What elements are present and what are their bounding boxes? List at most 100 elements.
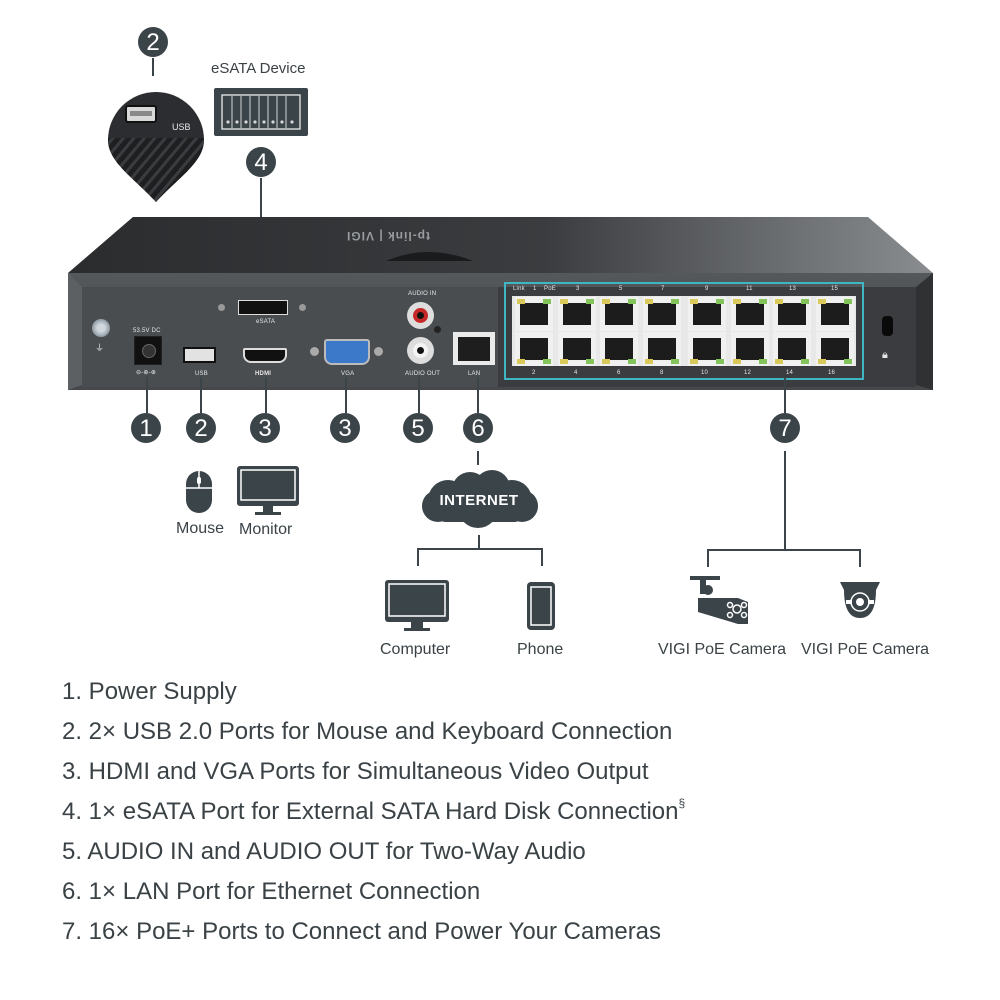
internet-label: INTERNET — [439, 492, 519, 509]
poe-label-1: 1 — [533, 286, 537, 292]
poe-label-4: 4 — [574, 370, 578, 376]
feature-item-6: 6. 1× LAN Port for Ethernet Connection — [62, 878, 480, 906]
connector-line — [345, 377, 347, 413]
feature-item-5: 5. AUDIO IN and AUDIO OUT for Two-Way Au… — [62, 838, 586, 866]
mouse-label: Mouse — [176, 520, 225, 537]
vga-screw-left — [310, 347, 319, 356]
power-rating-label: 53.5V DC — [133, 328, 161, 334]
callout-badge-usb-top: 2 — [138, 27, 168, 57]
callout-badge-lan: 6 — [463, 413, 493, 443]
internet-cloud-icon: INTERNET — [418, 470, 540, 530]
poe-label-7: 7 — [661, 286, 665, 292]
poe-label-poe: PoE — [544, 286, 556, 292]
poe-port-6 — [600, 332, 639, 366]
connector-line — [417, 548, 419, 566]
poe-port-4 — [557, 332, 596, 366]
lan-port-label: LAN — [468, 371, 481, 377]
hdmi-port — [243, 348, 287, 363]
callout-badge-power: 1 — [131, 413, 161, 443]
connector-line — [152, 58, 154, 76]
feature-text: 6. 1× LAN Port for Ethernet Connection — [62, 878, 481, 905]
poe-port-7 — [643, 297, 682, 331]
feature-text: 3. HDMI and VGA Ports for Simultaneous V… — [62, 758, 649, 785]
connector-line — [200, 377, 202, 413]
phone-icon — [527, 582, 555, 630]
callout-badge-esata-top: 4 — [246, 147, 276, 177]
poe-label-5: 5 — [619, 286, 623, 292]
monitor-label: Monitor — [239, 521, 293, 538]
ground-screw-icon — [92, 319, 110, 337]
poe-label-14: 14 — [786, 370, 794, 376]
connector-line — [707, 549, 709, 567]
poe-label-11: 11 — [746, 286, 753, 292]
ground-symbol-icon: ⏚ — [95, 343, 105, 353]
monitor-icon — [237, 466, 299, 516]
poe-label-8: 8 — [660, 370, 664, 376]
callout-badge-vga: 3 — [330, 413, 360, 443]
feature-item-7: 7. 16× PoE+ Ports to Connect and Power Y… — [62, 918, 661, 946]
poe-label-16: 16 — [828, 370, 836, 376]
callout-badge-audio: 5 — [403, 413, 433, 443]
feature-item-3: 3. HDMI and VGA Ports for Simultaneous V… — [62, 758, 649, 786]
poe-label-link: Link — [513, 286, 525, 292]
connector-line — [478, 535, 480, 549]
poe-port-13 — [773, 297, 812, 331]
poe-header-labels: Link 1 PoE 3 5 7 9 11 13 15 — [513, 285, 853, 294]
poe-port-10 — [687, 332, 726, 366]
lock-icon: 🔒︎ — [882, 349, 889, 361]
poe-port-3 — [557, 297, 596, 331]
callout-badge-hdmi: 3 — [250, 413, 280, 443]
esata-port — [238, 300, 288, 315]
audio-out-jack — [407, 337, 434, 364]
poe-port-2 — [515, 332, 553, 366]
connector-line — [541, 548, 543, 566]
esata-screw-left — [218, 304, 225, 311]
feature-text: 1. Power Supply — [62, 678, 237, 705]
hdmi-port-label: HDMI — [255, 371, 272, 377]
poe-port-11 — [730, 297, 769, 331]
poe-port-1 — [515, 297, 553, 331]
turret-camera-label: VIGI PoE Camera — [801, 641, 930, 658]
poe-port-9 — [687, 297, 726, 331]
feature-item-2: 2. 2× USB 2.0 Ports for Mouse and Keyboa… — [62, 718, 672, 746]
esata-port-label: eSATA — [256, 319, 276, 325]
connector-line — [477, 377, 479, 413]
footnote-marker: § — [678, 796, 686, 810]
feature-text: 2. 2× USB 2.0 Ports for Mouse and Keyboa… — [62, 718, 673, 745]
poe-port-15 — [815, 297, 854, 331]
poe-bottom-labels: 2 4 6 8 10 12 14 16 — [513, 370, 853, 379]
poe-port-5 — [600, 297, 639, 331]
poe-label-10: 10 — [701, 370, 709, 376]
brand-logo: tp-link | VIGI — [346, 229, 431, 243]
usb-zoom-label: USB — [172, 122, 191, 132]
connector-line — [146, 377, 148, 413]
esata-screw-right — [299, 304, 306, 311]
connector-line — [707, 549, 860, 551]
esata-device-icon — [214, 88, 308, 136]
feature-text: 7. 16× PoE+ Ports to Connect and Power Y… — [62, 918, 662, 945]
poe-label-12: 12 — [744, 370, 752, 376]
computer-icon — [385, 580, 449, 632]
connector-line — [418, 377, 420, 413]
feature-text: 4. 1× eSATA Port for External SATA Hard … — [62, 798, 679, 825]
connector-line — [784, 377, 786, 413]
audio-out-label: AUDIO OUT — [405, 371, 441, 377]
mouse-icon — [186, 471, 212, 513]
poe-label-2: 2 — [532, 370, 536, 376]
usb-port-label: USB — [195, 371, 208, 377]
poe-port-16 — [815, 332, 854, 366]
poe-label-13: 13 — [789, 286, 797, 292]
lan-port — [453, 332, 495, 365]
phone-label: Phone — [517, 641, 564, 658]
feature-item-1: 1. Power Supply — [62, 678, 237, 706]
poe-port-group-highlight — [504, 282, 864, 380]
audio-in-label: AUDIO IN — [408, 291, 437, 297]
callout-badge-usb: 2 — [186, 413, 216, 443]
connector-line — [265, 377, 267, 413]
callout-badge-poe: 7 — [770, 413, 800, 443]
polarity-symbol: ⊖-⊕-⊕ — [136, 370, 157, 376]
feature-item-4: 4. 1× eSATA Port for External SATA Hard … — [62, 796, 686, 826]
audio-in-jack — [407, 302, 434, 329]
bullet-camera-label: VIGI PoE Camera — [658, 641, 787, 658]
usb-zoom-pin: USB — [108, 92, 204, 204]
